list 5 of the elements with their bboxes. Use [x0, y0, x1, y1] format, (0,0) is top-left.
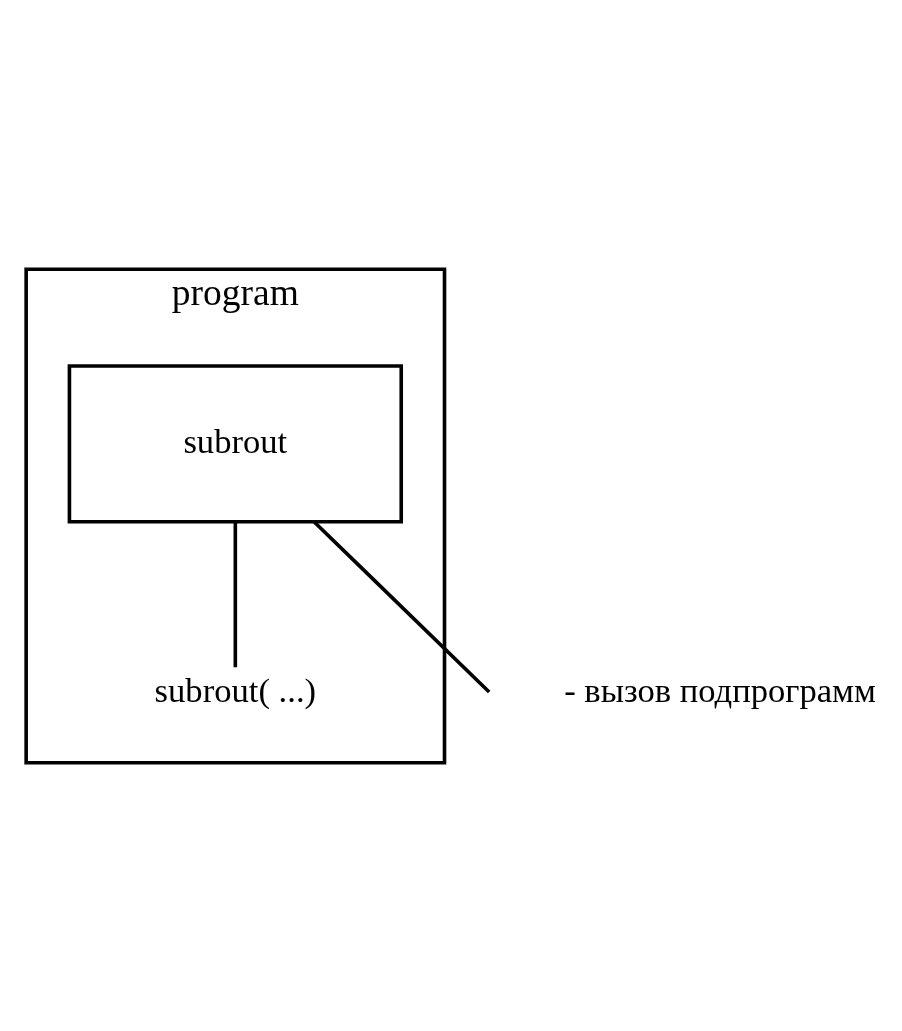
connector	[313, 520, 491, 693]
label: - вызов подпрограмм	[564, 670, 876, 709]
connector	[233, 521, 238, 667]
node-text: subrout( ...)	[154, 670, 317, 709]
node-box: subrout	[67, 363, 404, 524]
